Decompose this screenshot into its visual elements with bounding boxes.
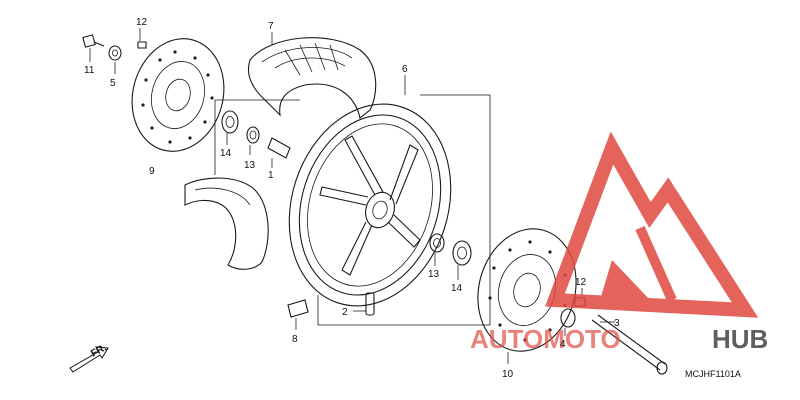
front-direction-label: FR. (89, 342, 109, 359)
part-label-1: 1 (268, 170, 274, 181)
watermark-logo: AUTOMOTO HUB (470, 131, 768, 354)
part-label-5: 5 (110, 78, 116, 89)
part-label-4: 4 (560, 339, 566, 350)
part-label-12-top: 12 (136, 17, 148, 28)
part-label-6: 6 (402, 64, 408, 75)
part-label-13-right: 13 (428, 269, 440, 280)
assembly-bracket (214, 75, 491, 326)
part-label-8: 8 (292, 334, 298, 345)
left-brake-disc-drawing (131, 38, 225, 152)
hardware-drawings (82, 28, 668, 375)
part-label-2: 2 (342, 307, 348, 318)
leader-lines (89, 32, 615, 364)
part-label-3: 3 (614, 318, 620, 329)
part-label-9: 9 (149, 166, 155, 177)
part-labels: 12 7 11 5 6 14 13 1 9 13 14 2 12 3 4 8 1… (84, 17, 741, 380)
tire-drawing (184, 37, 377, 270)
watermark-brand-left: AUTOMOTO (470, 324, 621, 354)
part-label-14-right: 14 (451, 283, 463, 294)
diagram-code: MCJHF1101A (685, 369, 741, 379)
part-label-12-right: 12 (575, 277, 587, 288)
part-label-14-left: 14 (220, 148, 232, 159)
wheel-rim-drawing (288, 103, 452, 307)
part-label-13-left: 13 (244, 160, 256, 171)
part-label-7: 7 (268, 21, 274, 32)
front-direction-indicator: FR. (69, 342, 109, 373)
watermark-brand-right: HUB (712, 324, 768, 354)
part-label-10: 10 (502, 369, 514, 380)
part-label-11: 11 (84, 65, 95, 76)
